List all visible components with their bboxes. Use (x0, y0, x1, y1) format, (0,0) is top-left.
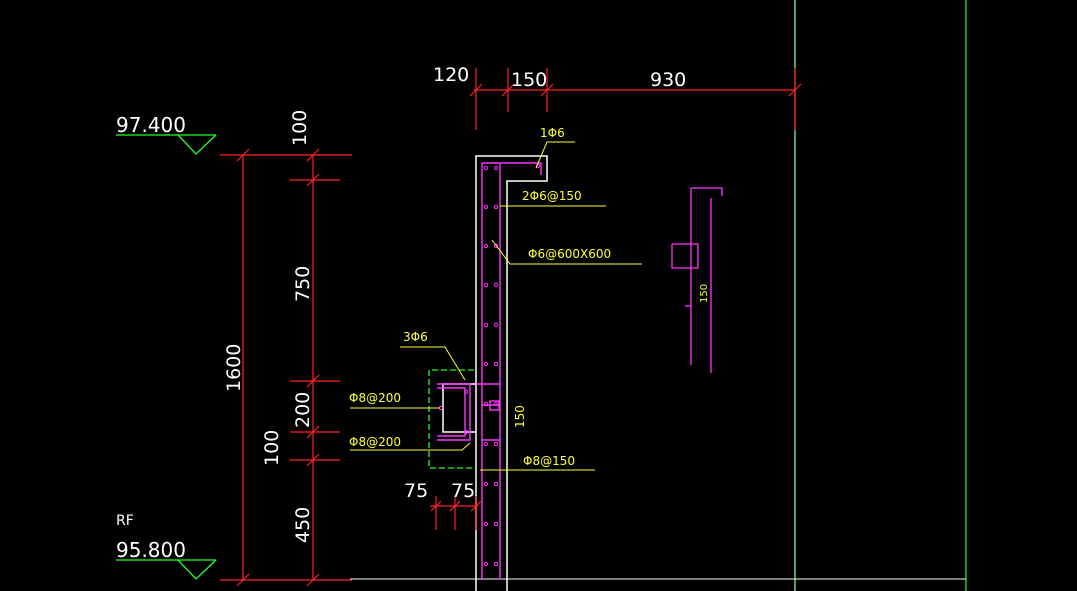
level-marker-top (116, 134, 217, 155)
note-phi6-600x600: Φ6@600X600 (528, 247, 611, 261)
rebar-cage (437, 162, 542, 580)
dim-seg-450: 450 (292, 507, 314, 543)
note-phi8-150: Φ8@150 (523, 454, 575, 468)
dim-seg-100-mid: 100 (261, 430, 283, 466)
annotation-leaders (350, 141, 642, 471)
detail-sketch (671, 187, 723, 373)
note-3phi6: 3Φ6 (403, 330, 428, 344)
top-dimension-chain (469, 68, 802, 130)
detail-dim-150: 150 (699, 284, 710, 303)
dim-seg-200: 200 (292, 392, 314, 428)
note-1phi6: 1Φ6 (540, 126, 565, 140)
note-phi8-200-b: Φ8@200 (349, 435, 401, 449)
corbel-outline (428, 369, 474, 469)
dim-seg-100-top: 100 (289, 110, 311, 146)
note-150-vertical: 150 (513, 405, 527, 428)
dim-top-150: 150 (511, 69, 547, 91)
dim-seg-750: 750 (292, 266, 314, 302)
level-top-value: 97.400 (116, 113, 186, 137)
level-marker-bottom (116, 559, 217, 580)
dim-bottom-75-b: 75 (451, 480, 475, 502)
level-bottom-tag: RF (116, 513, 134, 529)
note-phi8-200-a: Φ8@200 (349, 391, 401, 405)
dim-total-1600: 1600 (223, 344, 245, 392)
dim-top-120: 120 (433, 64, 469, 86)
dim-bottom-75-a: 75 (404, 480, 428, 502)
left-dimension-chain (220, 148, 352, 587)
note-2phi6-150: 2Φ6@150 (522, 189, 582, 203)
dim-top-930: 930 (650, 69, 686, 91)
bottom-dimension-chain (430, 496, 482, 530)
level-bottom-value: 95.800 (116, 538, 186, 562)
